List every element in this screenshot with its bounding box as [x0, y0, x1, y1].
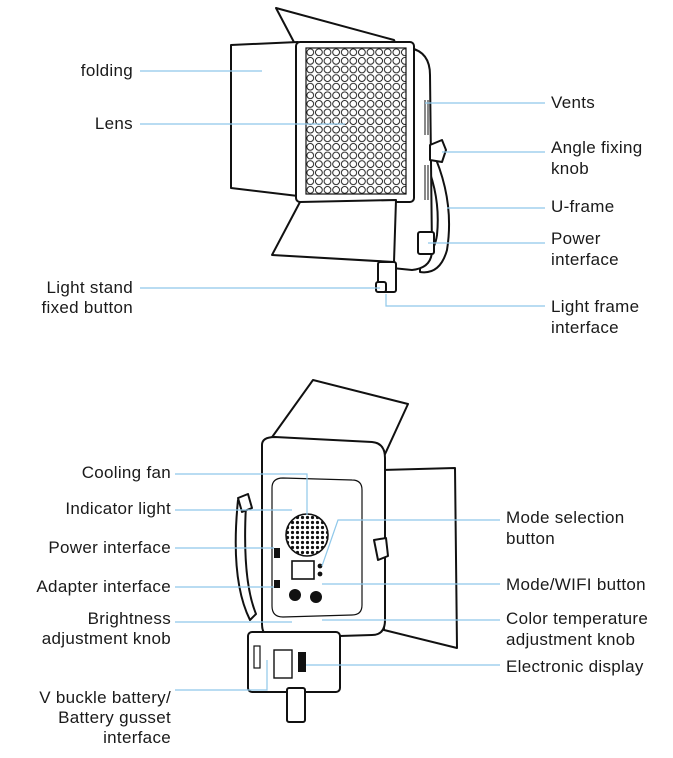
label-color-temp-line2: adjustment knob [506, 630, 636, 649]
display-shape [291, 560, 315, 580]
label-mode-wifi: Mode/WIFI button [506, 575, 646, 594]
label-stand-button-line1: Light stand [46, 278, 133, 297]
color-temp-knob-shape [310, 591, 322, 603]
angle-knob-shape [429, 139, 447, 163]
label-angle-knob-line2: knob [551, 159, 590, 178]
label-frame-interface-line1: Light frame [551, 297, 640, 316]
label-battery-line3: interface [103, 728, 171, 747]
label-color-temp-line1: Color temperature [506, 609, 649, 628]
back-light-panel [234, 379, 458, 723]
label-power-line1: Power [551, 229, 601, 248]
label-brightness-line2: adjustment knob [41, 629, 171, 648]
cooling-fan-shape [285, 513, 329, 557]
label-stand-button-line2: fixed button [41, 298, 133, 317]
label-mode-selection-line1: Mode selection [506, 508, 625, 527]
back-stand-mount [286, 687, 306, 723]
front-light-panel [230, 7, 451, 293]
label-folding: folding [80, 61, 133, 80]
mode-select-button-shape [317, 563, 323, 569]
label-angle-knob-line1: Angle fixing [551, 138, 643, 157]
left-barn-door [230, 41, 299, 197]
mode-wifi-button-shape [317, 571, 323, 577]
label-adapter-interface: Adapter interface [36, 577, 171, 596]
label-brightness-line1: Brightness [87, 609, 171, 628]
label-u-frame: U-frame [551, 197, 615, 216]
label-frame-interface-line2: interface [551, 318, 619, 337]
label-indicator-light: Indicator light [65, 499, 171, 518]
brightness-knob-shape [289, 589, 301, 601]
back-u-frame [234, 499, 257, 621]
battery-latch-shape [273, 649, 293, 679]
back-inner-panel [271, 477, 363, 618]
front-leader-lines [140, 70, 545, 307]
stand-button-shape [375, 281, 387, 293]
label-lens: Lens [94, 114, 133, 133]
label-vents: Vents [551, 93, 596, 112]
battery-plate-shape [247, 631, 341, 693]
label-power-line2: interface [551, 250, 619, 269]
label-power-interface: Power interface [48, 538, 171, 557]
lens-grid [305, 47, 407, 195]
adapter-port-shape [274, 580, 280, 588]
label-battery-line2: Battery gusset [58, 708, 171, 727]
bottom-barn-door [271, 199, 397, 263]
back-leader-lines [175, 473, 500, 691]
label-mode-selection-line2: button [506, 529, 556, 548]
power-port-shape [274, 548, 280, 558]
label-electronic-display: Electronic display [506, 657, 644, 676]
label-cooling-fan: Cooling fan [81, 463, 171, 482]
label-battery-line1: V buckle battery/ [39, 688, 171, 707]
back-right-barn-door [381, 467, 458, 649]
vents-shape [424, 100, 429, 200]
u-frame-shape [419, 149, 451, 274]
